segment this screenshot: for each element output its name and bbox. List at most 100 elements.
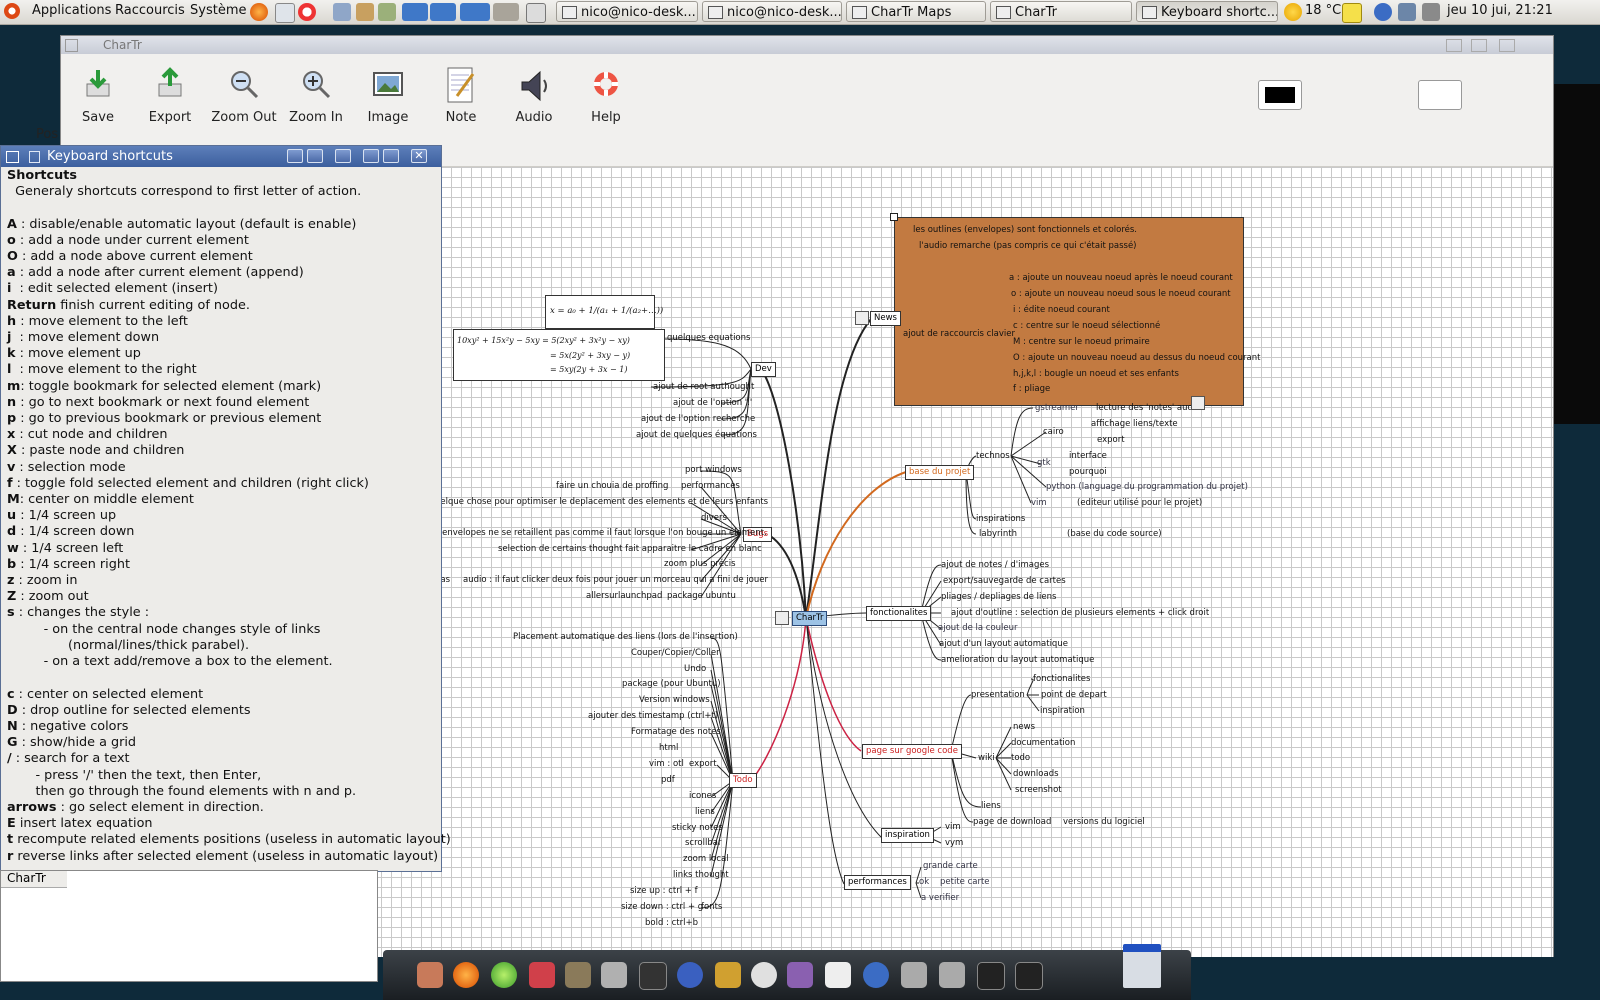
news-item[interactable]: les outlines (envelopes) sont fonctionne… (913, 225, 1138, 235)
task-keyboard-shortcuts[interactable]: Keyboard shortc... (1136, 1, 1278, 22)
firefox-icon[interactable] (453, 962, 479, 988)
zoom-out-button[interactable]: Zoom Out (209, 66, 279, 125)
todo-item[interactable]: icones (689, 791, 717, 801)
dev-item[interactable]: ajout de l'option '.' (673, 398, 753, 408)
bugs-node[interactable]: Bugs (743, 527, 773, 542)
gimp-icon[interactable] (565, 962, 591, 988)
help-button[interactable]: Help (571, 66, 641, 125)
background-color-swatch[interactable] (1418, 80, 1462, 110)
task-chartr[interactable]: CharTr (990, 1, 1132, 22)
base-item[interactable]: (base du code source) (1067, 529, 1162, 539)
google-item[interactable]: news (1013, 722, 1035, 732)
clock[interactable]: jeu 10 jui, 21:21 (1447, 3, 1553, 18)
todo-item[interactable]: export (689, 759, 717, 769)
media-player-icon[interactable] (491, 962, 517, 988)
fonctionalites-node[interactable]: fonctionalites (866, 606, 932, 621)
above-button[interactable] (307, 149, 323, 163)
fonct-item[interactable]: amelioration du layout automatique (941, 655, 1095, 665)
shade-button[interactable] (287, 149, 303, 163)
close-button[interactable] (1499, 39, 1515, 52)
audio-button[interactable]: Audio (499, 66, 569, 125)
todo-item[interactable]: Placement automatique des liens (lors de… (513, 632, 738, 642)
todo-item[interactable]: size down : ctrl + g (621, 902, 704, 912)
dev-node[interactable]: Dev (751, 362, 776, 377)
perf-item[interactable]: petite carte (940, 877, 990, 887)
google-item[interactable]: versions du logiciel (1063, 817, 1145, 827)
bugs-item[interactable]: audio : il faut clicker deux fois pour j… (463, 575, 768, 585)
close-button[interactable]: ✕ (411, 149, 427, 163)
footer-tab[interactable]: CharTr (1, 871, 67, 888)
mindmap-center-node[interactable]: CharTr (792, 611, 828, 626)
inspiration-node[interactable]: inspiration (881, 828, 934, 843)
news-shortcut[interactable]: i : édite noeud courant (1013, 305, 1110, 315)
latex-equation-2[interactable]: 10xy² + 15x²y − 5xy = 5(2xy² + 3x²y − xy… (453, 329, 665, 381)
news-shortcut[interactable]: h,j,k,l : bougle un noeud et ses enfants (1013, 369, 1179, 379)
ubuntu-logo-icon[interactable] (4, 3, 20, 19)
zoom-in-button[interactable]: Zoom In (281, 66, 351, 125)
menu-applications[interactable]: Applications (32, 3, 112, 18)
inspiration-item[interactable]: vym (945, 838, 964, 848)
fonct-item[interactable]: export/sauvegarde de cartes (943, 576, 1066, 586)
google-item[interactable]: wiki (978, 753, 995, 763)
app-icon-10[interactable] (751, 962, 777, 988)
tool-icon-2[interactable] (356, 3, 374, 21)
todo-item[interactable]: Formatage des notes (631, 727, 721, 737)
tool-icon-1[interactable] (333, 3, 351, 21)
bugs-item[interactable]: port windows (685, 465, 742, 475)
foreground-color-swatch[interactable] (1258, 80, 1302, 110)
inspiration-item[interactable]: vim (945, 822, 961, 832)
todo-item[interactable]: package (pour Ubuntu) (622, 679, 721, 689)
news-shortcut[interactable]: f : pliage (1013, 384, 1051, 394)
google-item[interactable]: documentation (1011, 738, 1076, 748)
bugs-item[interactable]: zoom plus précis (664, 559, 736, 569)
lock-icon[interactable] (715, 962, 741, 988)
app-icon-8[interactable] (677, 962, 703, 988)
base-projet-node[interactable]: base du projet (905, 465, 975, 480)
active-window-icon[interactable] (1123, 944, 1161, 988)
todo-item[interactable]: Version windows (639, 695, 710, 705)
workspace-4-icon[interactable] (493, 3, 519, 21)
maximize-button[interactable] (383, 149, 399, 163)
maximize-button[interactable] (1471, 39, 1487, 52)
google-item[interactable]: presentation (971, 690, 1025, 700)
window-menu-icon[interactable] (6, 151, 19, 163)
base-item[interactable]: (editeur utilisé pour le projet) (1077, 498, 1203, 508)
dev-item[interactable]: ajout de l'option recherche (641, 414, 756, 424)
dev-item[interactable]: ajout de quelques équations (636, 430, 757, 440)
fonct-item[interactable]: ajout de la couleur (938, 623, 1018, 633)
fonct-item[interactable]: pliages / depliages de liens (941, 592, 1057, 602)
todo-item[interactable]: scrollbar (685, 838, 722, 848)
google-code-node[interactable]: page sur google code (862, 744, 962, 759)
workspace-1-icon[interactable] (402, 3, 428, 21)
window-menu-icon[interactable] (65, 39, 78, 52)
bugs-item[interactable]: pas (435, 575, 451, 585)
volume-icon[interactable] (1422, 3, 1440, 21)
perf-item[interactable]: grande carte (923, 861, 978, 871)
terminal-icon[interactable] (977, 962, 1005, 990)
note-attach-icon[interactable] (775, 611, 789, 625)
base-item[interactable]: python (language du programmation du pro… (1046, 482, 1248, 492)
google-item[interactable]: screenshot (1015, 785, 1062, 795)
terminal-icon[interactable] (639, 962, 667, 990)
todo-item[interactable]: bold : ctrl+b (645, 918, 699, 928)
google-item[interactable]: fonctionalites (1033, 674, 1091, 684)
fonct-item[interactable]: ajout d'outline : selection de plusieurs… (951, 608, 1210, 618)
news-shortcut[interactable]: O : ajoute un nouveau noeud au dessus du… (1013, 353, 1261, 363)
app-icon-1[interactable] (417, 962, 443, 988)
fonct-item[interactable]: ajout d'un layout automatique (939, 639, 1068, 649)
bugs-item[interactable]: divers (701, 513, 727, 523)
note-button[interactable]: Note (426, 66, 496, 125)
todo-item[interactable]: sticky notes (672, 823, 723, 833)
base-item[interactable]: inspirations (976, 514, 1026, 524)
export-button[interactable]: Export (135, 66, 205, 125)
menu-systeme[interactable]: Système (190, 3, 247, 18)
menu-raccourcis[interactable]: Raccourcis (115, 3, 185, 18)
todo-item[interactable]: zoom local (683, 854, 729, 864)
base-item[interactable]: gtk (1037, 458, 1051, 468)
shade-roll-button[interactable] (335, 149, 351, 163)
todo-item[interactable]: fonts (701, 902, 723, 912)
outline-corner-handle[interactable] (890, 213, 898, 221)
show-desktop-icon[interactable] (526, 3, 546, 23)
todo-item[interactable]: liens (695, 807, 715, 817)
app-icon-4[interactable] (529, 962, 555, 988)
